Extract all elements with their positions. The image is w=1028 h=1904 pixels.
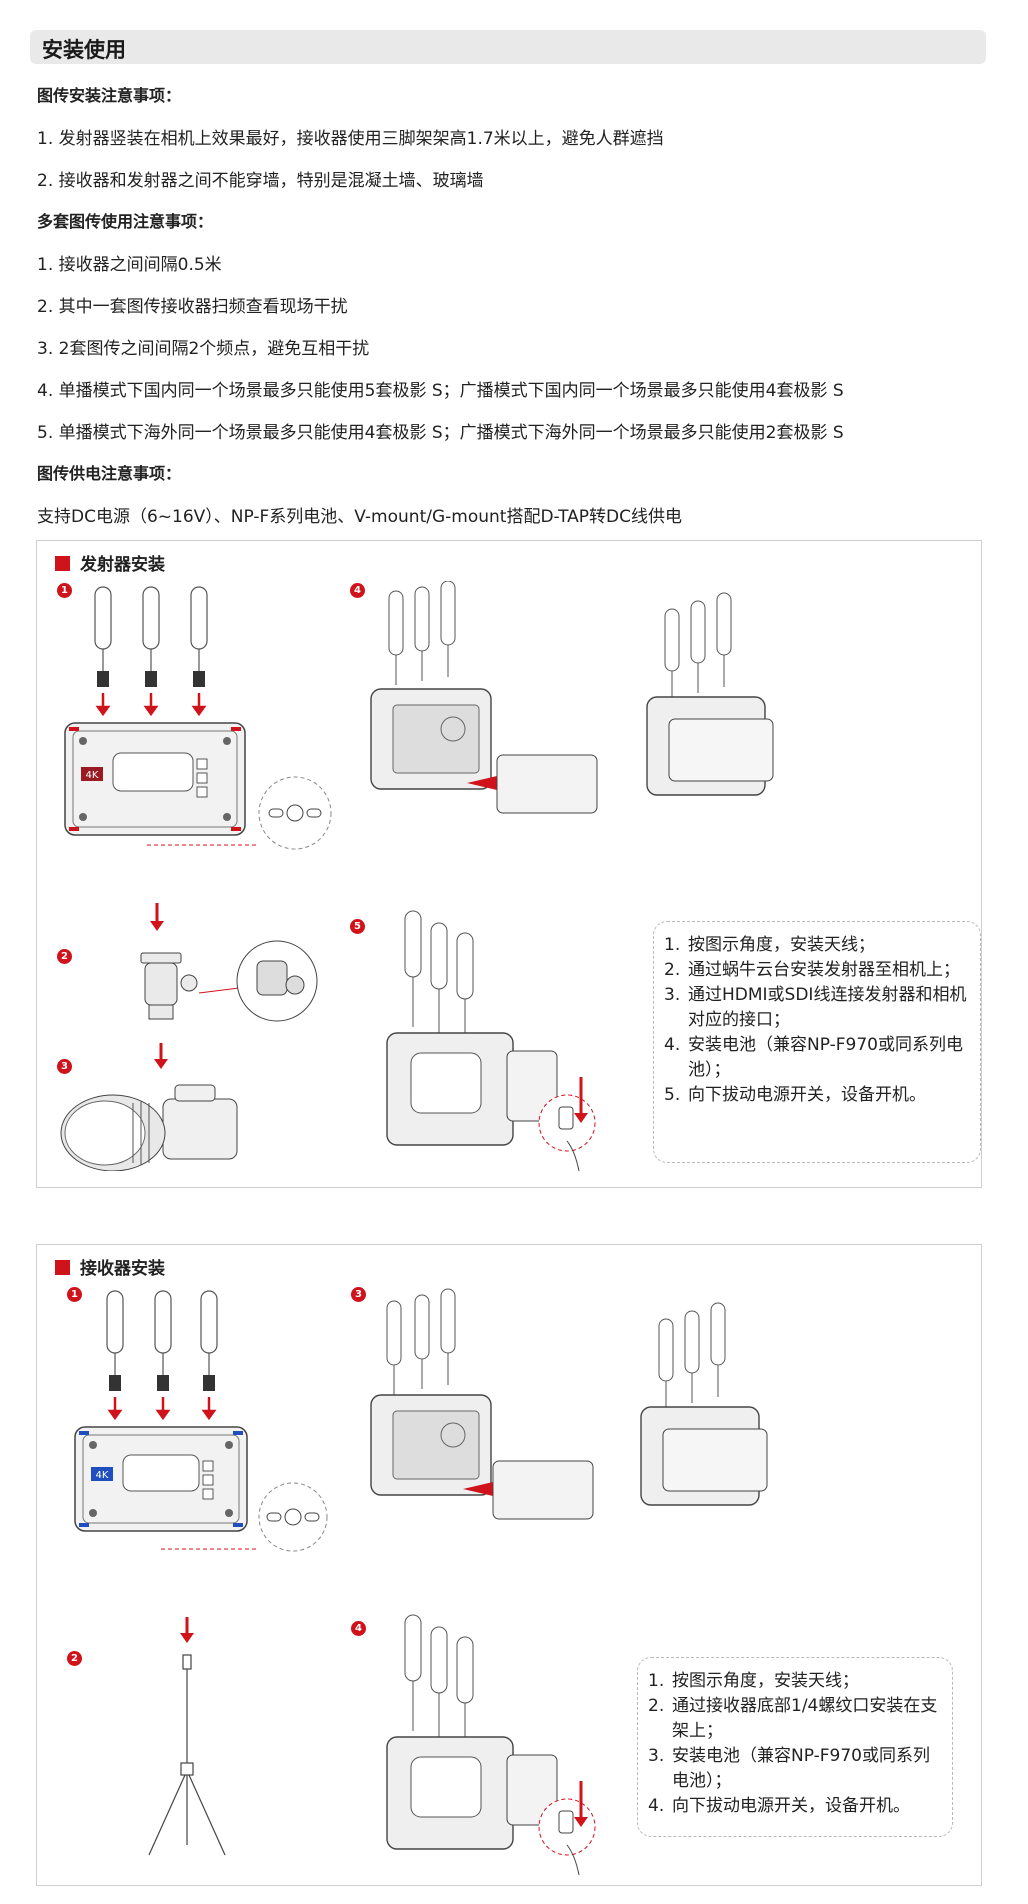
tx-steps-notes-box: 1.按图示角度，安装天线； 2.通过蜗牛云台安装发射器至相机上； 3.通过HDM…	[653, 921, 981, 1163]
multi-note-5: 5. 单播模式下海外同一个场景最多只能使用4套极影 S；广播模式下海外同一个场景…	[37, 423, 844, 443]
rx-step-1-marker: 1	[67, 1287, 82, 1302]
page-title: 安装使用	[42, 38, 126, 62]
tx-step-note-5: 5.向下拔动电源开关，设备开机。	[664, 1085, 926, 1105]
transmitter-panel-heading: 发射器安装	[55, 550, 165, 575]
tx-notes-heading: 图传安装注意事项：	[37, 86, 182, 105]
receiver-panel-heading: 接收器安装	[55, 1254, 165, 1279]
multi-note-2: 2. 其中一套图传接收器扫频查看现场干扰	[37, 297, 348, 317]
power-notes-heading: 图传供电注意事项：	[37, 464, 182, 483]
tx-step-2-marker: 2	[57, 949, 72, 964]
tx-step-5-marker: 5	[350, 919, 365, 934]
receiver-install-panel: 接收器安装 1 3 2 4 4K	[36, 1244, 982, 1886]
rx-4k-badge: 4K	[96, 1470, 109, 1481]
multi-notes-heading: 多套图传使用注意事项：	[37, 212, 214, 231]
rx-step-note-2: 2.通过接收器底部1/4螺纹口安装在支架上；	[648, 1696, 938, 1741]
tx-power-on-figure	[386, 910, 596, 1172]
multi-note-1: 1. 接收器之间间隔0.5米	[37, 255, 222, 275]
rx-step-3-marker: 3	[351, 1287, 366, 1302]
tx-step-4-marker: 4	[350, 583, 365, 598]
multi-note-4: 4. 单播模式下国内同一个场景最多只能使用5套极影 S；广播模式下国内同一个场景…	[37, 381, 844, 401]
tx-note-2: 2. 接收器和发射器之间不能穿墙，特别是混凝土墙、玻璃墙	[37, 171, 484, 191]
rx-step-4-marker: 4	[351, 1621, 366, 1636]
power-note: 支持DC电源（6~16V）、NP-F系列电池、V-mount/G-mount搭配…	[37, 507, 683, 527]
tx-battery-install-figure	[370, 581, 774, 814]
tx-cradle-head-figure	[140, 903, 318, 1022]
rx-tripod-figure	[148, 1617, 226, 1856]
tx-step-note-3: 3.通过HDMI或SDI线连接发射器和相机对应的接口；	[664, 985, 967, 1030]
rx-power-on-figure	[386, 1614, 596, 1876]
tx-4k-badge: 4K	[86, 770, 99, 781]
transmitter-install-panel: 发射器安装 1 4 2 3 5 4K	[36, 540, 982, 1188]
rx-step-note-3: 3.安装电池（兼容NP-F970或同系列电池）；	[648, 1746, 930, 1791]
tx-camera-figure	[60, 1043, 238, 1171]
rx-steps-notes-box: 1.按图示角度，安装天线； 2.通过接收器底部1/4螺纹口安装在支架上； 3.安…	[637, 1657, 953, 1837]
rx-step-2-marker: 2	[67, 1651, 82, 1666]
section-title-bar: 安装使用	[30, 30, 986, 64]
tx-step-note-2: 2.通过蜗牛云台安装发射器至相机上；	[664, 960, 960, 980]
multi-note-3: 3. 2套图传之间间隔2个频点，避免互相干扰	[37, 339, 370, 359]
rx-antenna-install-figure: 4K	[74, 1290, 328, 1552]
tx-step-note-1: 1.按图示角度，安装天线；	[664, 935, 875, 955]
rx-battery-install-figure	[370, 1288, 768, 1520]
tx-antenna-install-figure: 4K	[64, 586, 332, 850]
tx-note-1: 1. 发射器竖装在相机上效果最好，接收器使用三脚架架高1.7米以上，避免人群遮挡	[37, 129, 664, 149]
tx-step-note-4: 4.安装电池（兼容NP-F970或同系列电池）；	[664, 1035, 963, 1080]
tx-step-1-marker: 1	[57, 583, 72, 598]
rx-step-note-1: 1.按图示角度，安装天线；	[648, 1671, 859, 1691]
rx-step-note-4: 4.向下拔动电源开关，设备开机。	[648, 1796, 910, 1816]
tx-step-3-marker: 3	[57, 1059, 72, 1074]
